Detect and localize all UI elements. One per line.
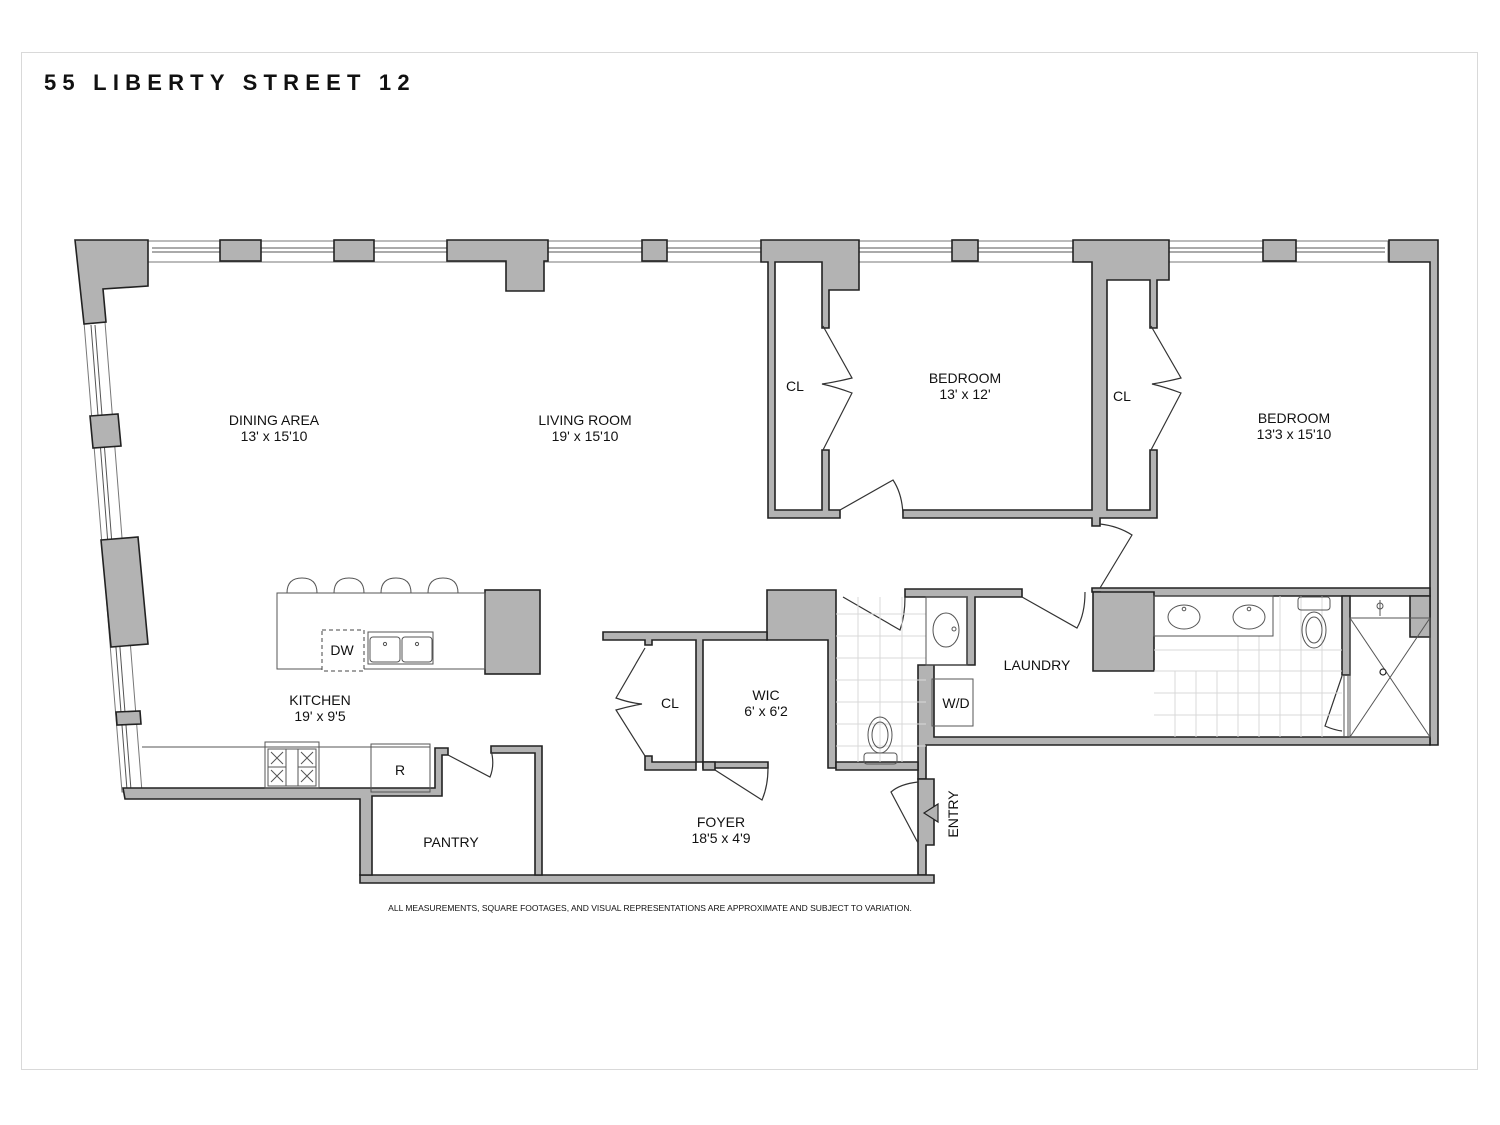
dishwasher [321,629,365,672]
bedroom1-walls [760,239,1439,746]
closet3-label: CL [661,695,679,711]
kitchen-size: 19' x 9'5 [294,708,345,724]
foyer-walls [359,631,935,884]
bedroom1-size: 13' x 12' [939,386,990,402]
dining-area-label: DINING AREA [229,412,320,428]
room-labels: DINING AREA 13' x 15'10 LIVING ROOM 19' … [229,370,1332,913]
pantry-label: PANTRY [423,834,479,850]
entry-label: ENTRY [945,790,961,838]
living-room-size: 19' x 15'10 [552,428,619,444]
bedroom2-size: 13'3 x 15'10 [1257,426,1332,442]
structural-columns [74,239,1297,726]
bedroom2-label: BEDROOM [1258,410,1330,426]
disclaimer: ALL MEASUREMENTS, SQUARE FOOTAGES, AND V… [388,903,912,913]
kitchen-label: KITCHEN [289,692,350,708]
refrigerator-label: R [395,762,405,778]
washer-dryer-label: W/D [942,695,969,711]
closet2-label: CL [1113,388,1131,404]
kitchen-walls [122,589,543,876]
laundry-label: LAUNDRY [1004,657,1071,673]
dining-area-size: 13' x 15'10 [241,428,308,444]
listing-title: 55 LIBERTY STREET 12 [44,70,416,95]
bedroom1-label: BEDROOM [929,370,1001,386]
foyer-label: FOYER [697,814,745,830]
kitchen-counter [142,741,431,793]
powder-room-tile [836,596,968,765]
core-walls [766,587,1431,780]
refrigerator [370,743,431,793]
dishwasher-label: DW [330,642,354,658]
kitchen-island [276,577,486,672]
entry-arrow-icon [922,802,939,824]
closet1-label: CL [786,378,804,394]
washer-dryer [931,678,974,727]
door-swings [447,325,1349,844]
master-bath [1153,595,1431,738]
wic-label: WIC [752,687,779,703]
foyer-size: 18'5 x 4'9 [691,830,750,846]
living-room-label: LIVING ROOM [538,412,631,428]
wic-size: 6' x 6'2 [744,703,788,719]
page-frame [21,52,1478,1070]
